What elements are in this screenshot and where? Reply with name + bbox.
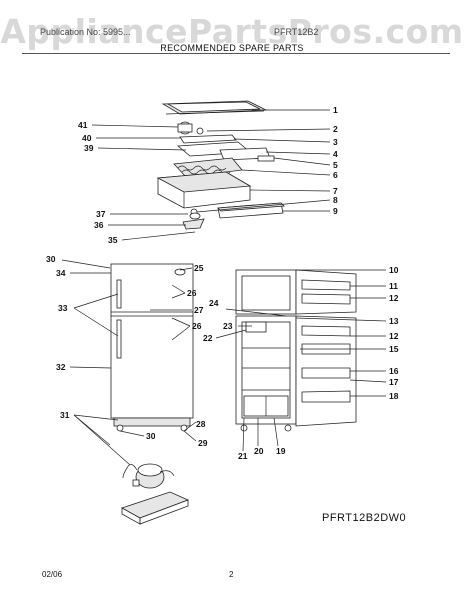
callout-13: 13	[389, 316, 399, 326]
callout-15: 15	[389, 344, 399, 354]
callout-5: 5	[333, 160, 338, 170]
model-number: PFRT12B2DW0	[322, 512, 407, 524]
callout-16: 16	[389, 366, 399, 376]
callout-36: 36	[94, 220, 104, 230]
part-evaporator-cover	[161, 100, 268, 115]
callout-2: 2	[333, 124, 338, 134]
part-fan-motor	[177, 121, 237, 144]
callout-26a: 26	[187, 288, 197, 298]
callout-12b: 12	[389, 331, 399, 341]
callout-9: 9	[333, 206, 338, 216]
refrigerator-closed-view	[110, 263, 194, 432]
callout-11: 11	[389, 281, 398, 291]
callout-3: 3	[333, 137, 338, 147]
callout-4: 4	[333, 149, 338, 159]
part-evaporator-plate	[176, 141, 271, 161]
callout-29: 29	[198, 438, 208, 448]
callout-24: 24	[209, 298, 219, 308]
callout-6: 6	[333, 170, 338, 180]
callout-41: 41	[78, 120, 88, 130]
refrigerator-open-view	[235, 269, 357, 432]
callout-7: 7	[333, 186, 338, 196]
callout-numbers: 1 2 3 4 5 6 7 8 9 41 40 39 37 36 35 30 3…	[46, 105, 399, 461]
callout-34: 34	[56, 268, 66, 278]
callout-28: 28	[196, 419, 206, 429]
part-control-knob	[182, 212, 205, 230]
callout-18: 18	[389, 391, 399, 401]
callout-10: 10	[389, 265, 399, 275]
leader-lines	[61, 109, 387, 466]
callout-37: 37	[96, 209, 106, 219]
callout-27: 27	[194, 305, 204, 315]
callout-20: 20	[254, 446, 264, 456]
callout-21: 21	[238, 451, 248, 461]
callout-35: 35	[108, 235, 118, 245]
page-title: RECOMMENDED SPARE PARTS	[160, 43, 304, 53]
watermark: AppliancePartsPros.com	[0, 12, 464, 51]
callout-19: 19	[276, 446, 286, 456]
model-header: PFRT12B2	[274, 27, 319, 37]
callout-17: 17	[389, 377, 399, 387]
page-number: 2	[229, 570, 234, 579]
footer-date: 02/06	[42, 570, 63, 579]
callout-23: 23	[223, 321, 233, 331]
callout-33: 33	[58, 303, 68, 313]
callout-25: 25	[194, 263, 204, 273]
callout-39: 39	[84, 143, 94, 153]
callout-32: 32	[56, 362, 66, 372]
callout-30a: 30	[46, 254, 56, 264]
callout-26b: 26	[192, 321, 202, 331]
callout-1: 1	[333, 105, 338, 115]
publication-number: Publication No: 5995...	[40, 27, 131, 37]
callout-12a: 12	[389, 293, 399, 303]
callout-40: 40	[82, 133, 92, 143]
callout-31: 31	[60, 410, 70, 420]
part-freezer-floor	[156, 171, 252, 216]
callout-30b: 30	[146, 431, 156, 441]
part-compressor-assembly	[121, 463, 190, 525]
callout-8: 8	[333, 195, 338, 205]
callout-22: 22	[203, 333, 213, 343]
header-divider	[22, 53, 450, 54]
